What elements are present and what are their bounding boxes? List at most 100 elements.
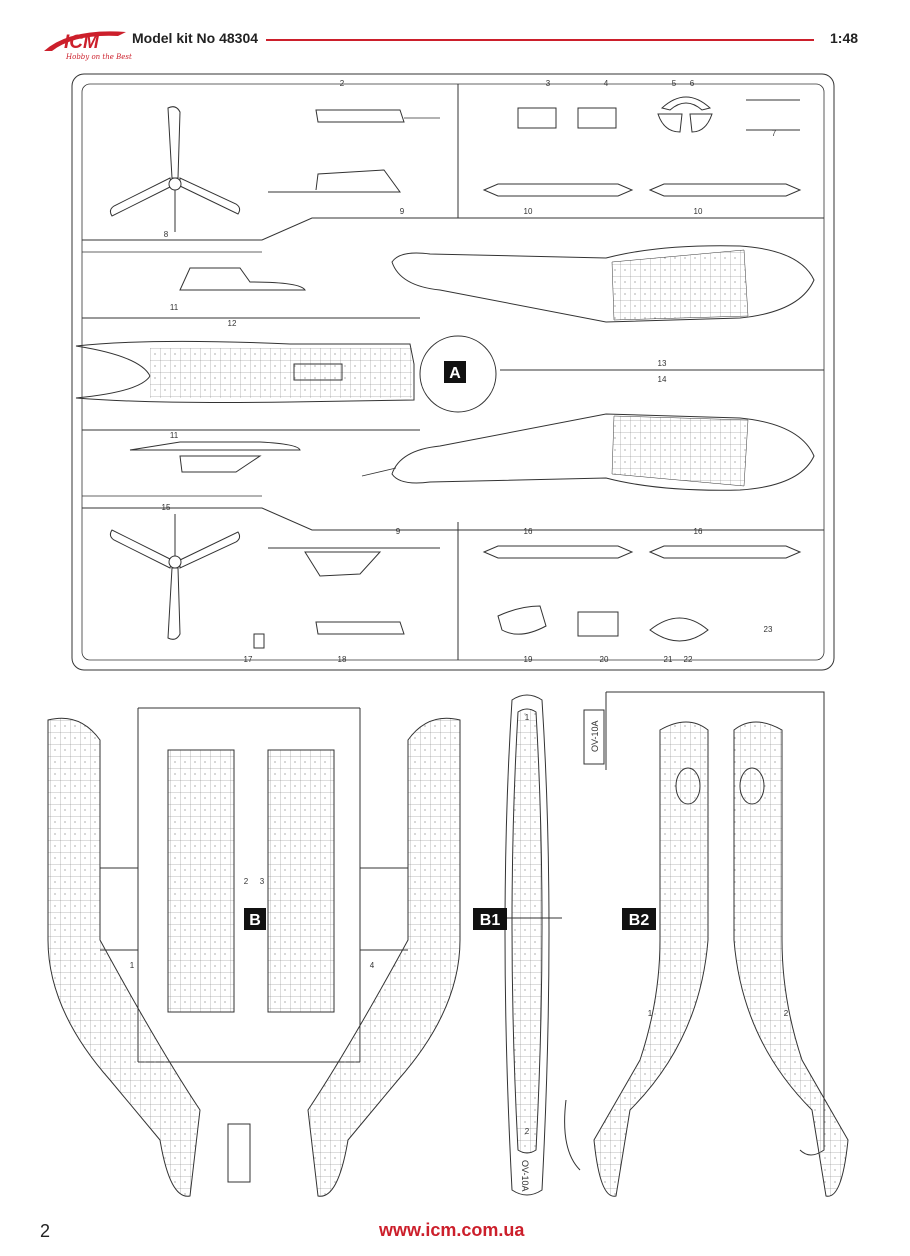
sprue-frame-b: [47, 707, 461, 1197]
part-number-label: 16: [524, 527, 533, 536]
part-number-label: 1: [525, 713, 530, 722]
frame-b-runner: [137, 707, 361, 1063]
frame-b-badge: [244, 908, 266, 930]
part-2: [315, 109, 405, 123]
frame-a-badge-label: A: [449, 365, 461, 382]
propeller-bottom: [109, 514, 241, 640]
frame-a-inner: [81, 83, 825, 661]
frame-b2-badge: [622, 908, 656, 930]
part-number-label: 19: [524, 655, 533, 664]
frame-b1-badge: [473, 908, 507, 930]
frame-b1-badge-label: B1: [480, 912, 501, 929]
engine-intake-right: [739, 767, 765, 805]
frame-b1-side-mark: OV-10A: [520, 1160, 530, 1192]
frame-b2-tab: [583, 709, 605, 765]
boom-top: [391, 245, 815, 323]
part-number-label: 15: [162, 503, 171, 512]
fuselage-top-half: [511, 708, 543, 1154]
part-10-left: [482, 183, 634, 197]
part-number-label: 9: [396, 527, 401, 536]
part-number-label: 4: [370, 961, 375, 970]
brand-text: ICM: [64, 32, 100, 52]
part-number-label: 21: [664, 655, 673, 664]
frame-a-labels: A: [444, 361, 466, 383]
part-9-top: [268, 169, 401, 193]
part-4: [577, 107, 617, 129]
part-number-label: 3: [260, 877, 265, 886]
part-20: [577, 611, 619, 637]
part-b-tab: [227, 1123, 251, 1183]
part-number-label: 2: [244, 877, 249, 886]
sprue-frame-b1: [494, 694, 562, 1196]
part-number-label: 5: [672, 79, 677, 88]
part-number-label: 2: [525, 1127, 530, 1136]
website-link[interactable]: www.icm.com.ua: [379, 1220, 525, 1240]
part-number-label: 3: [546, 79, 551, 88]
part-number-label: 16: [694, 527, 703, 536]
part-number-label: 10: [694, 207, 703, 216]
wing-panel-left: [167, 749, 235, 1013]
wing-panel-right: [267, 749, 335, 1013]
part-number-label: 13: [658, 359, 667, 368]
sprue-frame-b2: [564, 691, 849, 1197]
part-number-label: 20: [600, 655, 609, 664]
part-10-right: [648, 183, 802, 197]
part-number-label: 11: [170, 303, 179, 312]
part-number-label: 8: [164, 230, 169, 239]
part-number-label: 2: [340, 79, 345, 88]
part-number-label: 23: [764, 625, 773, 634]
frame-a-top-runner: [82, 217, 824, 241]
engine-intake-left: [675, 767, 701, 805]
boom-half-left: [47, 717, 201, 1197]
part-16-right: [648, 545, 802, 559]
part-number-label: 1: [648, 1009, 653, 1018]
part-3: [517, 107, 557, 129]
part-number-label: 4: [604, 79, 609, 88]
frame-b-part-numbers: 1 2 3 4: [130, 877, 375, 970]
frame-b-badge-label: B: [249, 912, 261, 929]
part-9-bottom: [268, 547, 440, 577]
part-number-label: 11: [170, 431, 179, 440]
part-number-label: 18: [338, 655, 347, 664]
page-header: ICM Hobby on the Best Model kit No 48304…: [0, 0, 910, 70]
icm-logo-mark: ICM: [44, 31, 126, 52]
page-number: 2: [40, 1221, 51, 1241]
propeller-top: [109, 106, 241, 232]
part-number-label: 2: [784, 1009, 789, 1018]
frame-b2-side-mark: OV-10A: [590, 720, 600, 752]
part-number-label: 17: [244, 655, 253, 664]
frame-b1-part-numbers: 12: [525, 713, 530, 1136]
kit-title: Model kit No 48304: [132, 30, 259, 46]
part-number-label: 9: [400, 207, 405, 216]
boom-half-right: [307, 717, 461, 1197]
part-number-label: 10: [524, 207, 533, 216]
frame-a-badge: [444, 361, 466, 383]
brand-tagline: Hobby on the Best: [66, 53, 132, 61]
part-number-label: 1: [130, 961, 135, 970]
part-7: [746, 99, 800, 131]
frame-a-mid-runner: [82, 317, 420, 431]
part-11-top: [179, 267, 306, 291]
boom-bottom: [361, 413, 815, 491]
part-number-label: 14: [658, 375, 667, 384]
frame-a-bottom-runner: [82, 507, 824, 531]
boom-half-b2-left: [593, 721, 709, 1197]
part-number-label: 22: [684, 655, 693, 664]
part-number-label: 6: [690, 79, 695, 88]
part-11-bottom: [129, 441, 301, 451]
frame-b2-badge-label: B2: [629, 912, 650, 929]
part-21-22: [649, 617, 709, 642]
part-19: [497, 605, 547, 635]
part-17: [253, 633, 265, 649]
boom-half-b2-right: [733, 721, 849, 1197]
frame-a-outer: [71, 73, 835, 671]
header-rule: [266, 39, 814, 41]
part-number-label: 12: [228, 319, 237, 328]
part-5-6: [660, 96, 712, 111]
part-16-left: [482, 545, 634, 559]
part-number-label: 7: [772, 129, 777, 138]
kit-scale: 1:48: [830, 30, 859, 46]
